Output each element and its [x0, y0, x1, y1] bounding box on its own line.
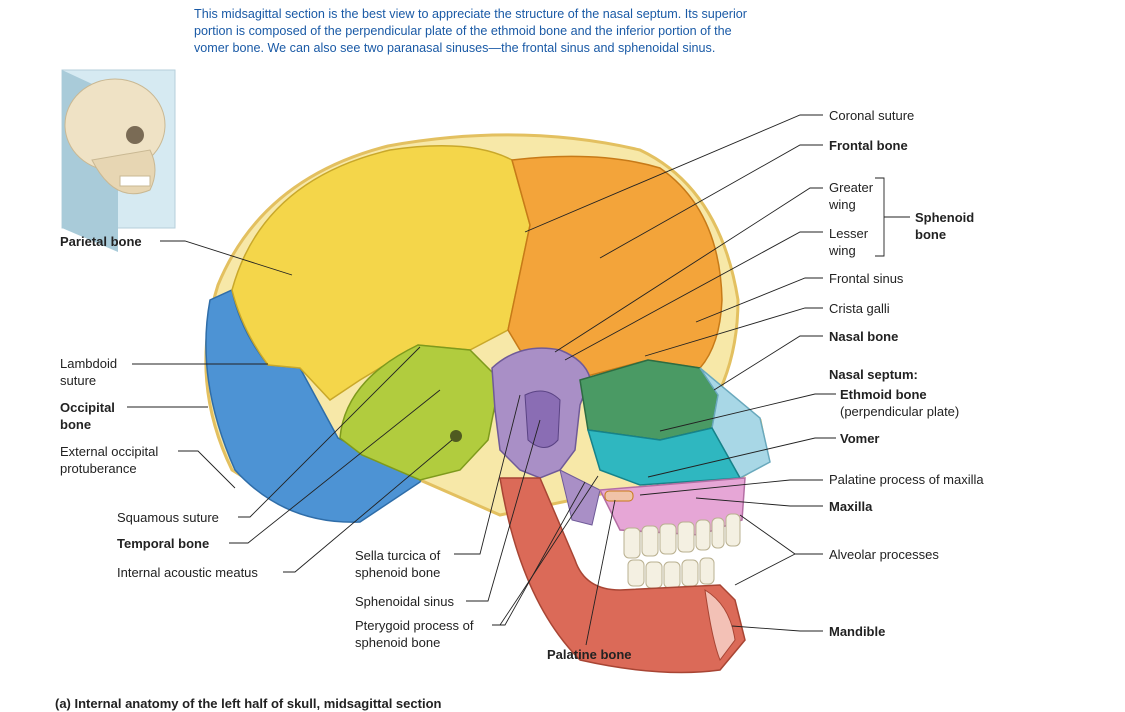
- label-mandible: Mandible: [829, 624, 886, 639]
- label-lesser-wing: Lesser wing: [829, 226, 869, 258]
- mandible-region: [499, 477, 746, 674]
- label-palatine-process-of-maxilla: Palatine process of maxilla: [829, 472, 984, 487]
- label-frontal-bone: Frontal bone: [829, 138, 908, 153]
- leader-lines: [127, 114, 910, 646]
- label-occipital-bone: Occipital bone: [60, 400, 115, 432]
- pterygoid-process-shape: [559, 469, 601, 526]
- label-perpendicular-plate: (perpendicular plate): [840, 404, 960, 419]
- label-internal-acoustic-meatus: Internal acoustic meatus: [117, 565, 258, 580]
- intro-paragraph: This midsagittal section is the best vie…: [194, 7, 747, 55]
- label-alveolar-processes: Alveolar processes: [829, 547, 939, 562]
- frontal-bone-region: [507, 155, 723, 379]
- label-coronal-suture: Coronal suture: [829, 108, 915, 123]
- label-frontal-sinus: Frontal sinus: [829, 271, 904, 286]
- label-squamous-suture: Squamous suture: [117, 510, 219, 525]
- palatine-bone-shape: [604, 490, 634, 502]
- label-sella-turcica: Sella turcica of sphenoid bone: [355, 548, 441, 580]
- label-ethmoid-bone: Ethmoid bone: [840, 387, 927, 402]
- label-maxilla: Maxilla: [829, 499, 873, 514]
- label-nasal-septum: Nasal septum:: [829, 367, 918, 382]
- label-pterygoid-process: Pterygoid process of sphenoid bone: [355, 618, 474, 650]
- label-greater-wing: Greater wing: [829, 180, 874, 212]
- label-sphenoidal-sinus: Sphenoidal sinus: [355, 594, 455, 609]
- mandible-inner-cortex: [704, 589, 736, 662]
- inset-skull-thumbnail: [61, 69, 176, 252]
- label-external-occipital-protuberance: External occipital protuberance: [60, 444, 159, 476]
- internal-acoustic-meatus-opening: [450, 430, 462, 442]
- label-vomer: Vomer: [840, 431, 880, 446]
- figure-caption: (a) Internal anatomy of the left half of…: [55, 696, 442, 711]
- label-crista-galli: Crista galli: [829, 301, 890, 316]
- label-temporal-bone: Temporal bone: [117, 536, 210, 551]
- label-palatine-bone: Palatine bone: [547, 647, 632, 662]
- label-sphenoid-bone: Sphenoid bone: [915, 210, 975, 242]
- label-parietal-bone: Parietal bone: [60, 234, 142, 249]
- label-nasal-bone: Nasal bone: [829, 329, 899, 344]
- teeth: [623, 513, 741, 589]
- sphenoidal-sinus-cavity: [524, 390, 561, 448]
- parietal-bone-region: [231, 145, 531, 401]
- temporal-bone-region: [339, 344, 501, 481]
- label-lambdoid-suture: Lambdoid suture: [60, 356, 118, 388]
- occipital-bone-region: [205, 288, 432, 523]
